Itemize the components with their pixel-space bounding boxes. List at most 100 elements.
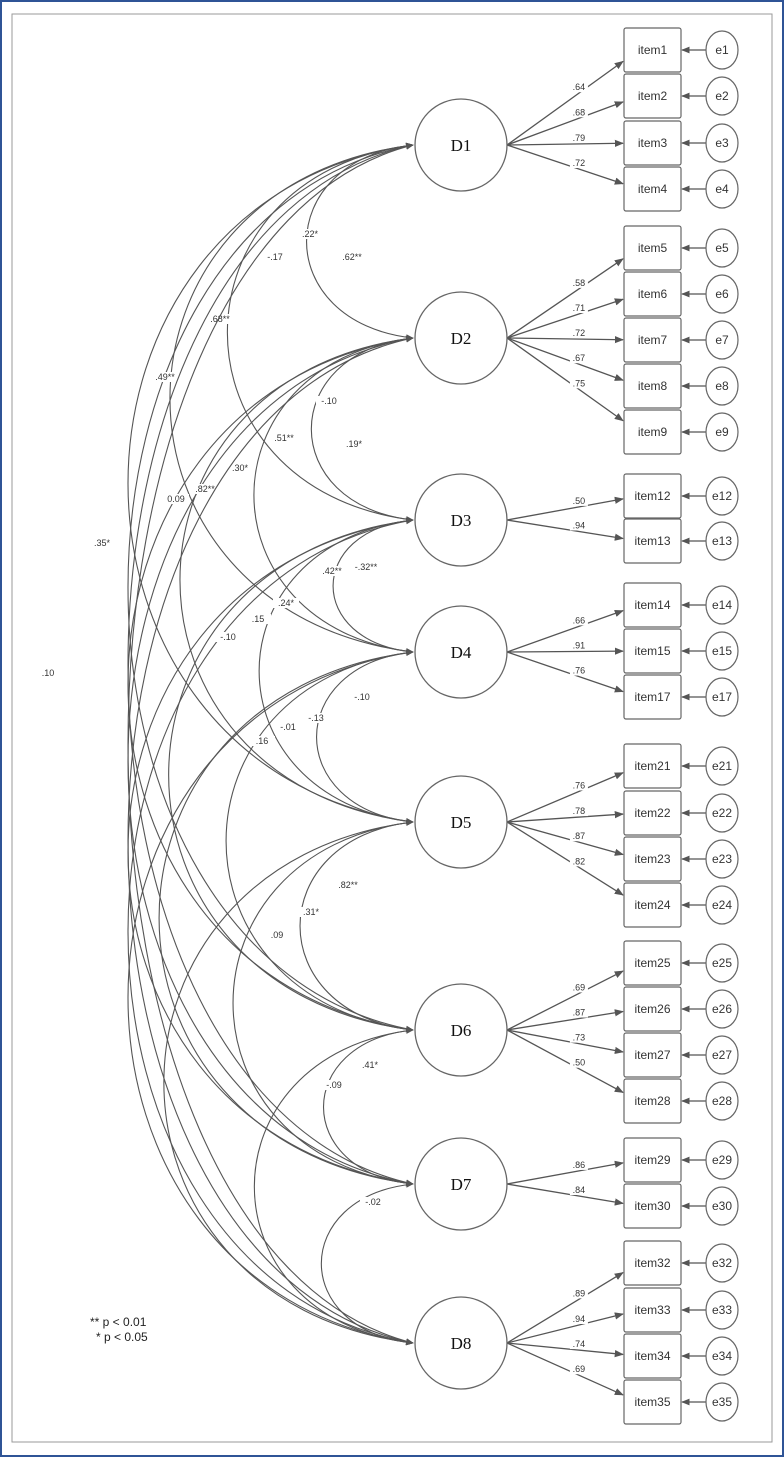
factor-label-D2: D2 [451,329,472,348]
correlation-label-D2-D6: .30* [232,463,249,473]
legend-line-1: ** p < 0.01 [90,1315,147,1329]
loading-label-item15: .91 [573,640,586,650]
error-ellipse-e26 [705,989,739,1029]
error-label-e17: e17 [712,690,732,704]
correlation-layer: .62**.22*-.17.68**.49**.35*.10.19*-.10.5… [35,142,414,1346]
loading-label-item29: .86 [573,1160,586,1170]
error-label-e14: e14 [712,598,732,612]
error-ellipse-e2 [705,76,739,116]
correlation-label-bg-D1-D5 [207,314,233,324]
loading-label-item33: .94 [573,1314,586,1324]
correlation-label-bg-D1-D4 [262,252,288,262]
error-ellipse-e27 [705,1035,739,1075]
item-label-item34: item34 [634,1349,670,1363]
correlation-label-bg-D2-D6 [227,463,253,473]
error-ellipse-e23 [705,839,739,879]
factor-circle-D6 [414,983,508,1077]
error-label-e2: e2 [715,89,729,103]
item-box-item1 [623,27,682,73]
loading-arrow-item8 [506,337,624,381]
loading-label-item35: .69 [573,1364,586,1374]
correlation-label-bg-D5-D8 [264,930,290,940]
factor-circle-D8 [414,1296,508,1390]
item-label-item6: item6 [638,287,668,301]
correlation-label-D1-D8: .10 [42,668,55,678]
item-box-item33 [623,1287,682,1333]
correlation-label-D4-D8: .16 [256,736,269,746]
correlation-label-D7-D8: -.02 [365,1197,381,1207]
error-ellipse-e32 [705,1243,739,1283]
correlation-arc-D5-D6 [299,819,414,1033]
correlation-label-bg-D1-D7 [89,538,115,548]
error-ellipse-e34 [705,1336,739,1376]
item-label-item12: item12 [634,489,670,503]
loading-arrow-item15 [506,647,624,655]
correlation-label-D1-D2: .62** [342,252,362,262]
error-ellipse-e7 [705,320,739,360]
loading-label-bg-item28 [569,1057,588,1068]
loading-label-item4: .72 [573,158,586,168]
error-label-e24: e24 [712,898,732,912]
loading-label-bg-item33 [569,1313,588,1324]
correlation-label-D2-D4: -.10 [321,396,337,406]
error-label-e9: e9 [715,425,729,439]
correlation-label-D3-D8: -.10 [220,632,236,642]
correlation-label-D1-D3: .22* [302,229,319,239]
error-ellipse-e24 [705,885,739,925]
error-ellipse-e28 [705,1081,739,1121]
correlation-arc-D6-D8 [254,1027,414,1346]
loading-arrow-item32 [506,1272,624,1344]
error-ellipse-e8 [705,366,739,406]
correlation-label-D2-D8: 0.09 [167,494,185,504]
loading-label-item3: .79 [573,133,586,143]
correlation-arc-D1-D3 [227,142,414,523]
correlation-label-bg-D1-D2 [339,252,365,262]
loading-label-bg-item17 [569,665,588,676]
item-label-item26: item26 [634,1002,670,1016]
factor-circle-D7 [414,1137,508,1231]
item-box-item35 [623,1379,682,1425]
factor-circle-D5 [414,775,508,869]
loading-label-bg-item23 [569,831,588,842]
loading-arrow-item1 [506,60,624,146]
item-box-item8 [623,363,682,409]
loading-label-item9: .75 [573,378,586,388]
error-ellipse-e5 [705,228,739,268]
correlation-arc-D1-D6 [127,143,414,1032]
item-box-item4 [623,166,682,212]
loading-label-bg-item22 [569,806,588,817]
loading-label-bg-item1 [569,82,588,93]
correlation-label-bg-D2-D4 [316,396,342,406]
correlation-arc-D2-D6 [127,335,414,1033]
correlation-arc-D4-D7 [158,649,414,1187]
correlation-label-D4-D7: -.01 [280,722,296,732]
correlation-label-D5-D7: .31* [303,907,320,917]
correlation-arc-D4-D6 [225,649,414,1033]
error-label-e30: e30 [712,1199,732,1213]
loading-arrow-item26 [506,1009,624,1031]
correlation-label-D3-D5: .42** [322,566,342,576]
factor-circle-D3 [414,473,508,567]
item-label-item9: item9 [638,425,668,439]
item-box-item14 [623,582,682,628]
loading-arrow-item9 [506,337,624,422]
correlation-label-D3-D4: -.32** [355,562,378,572]
item-label-item8: item8 [638,379,668,393]
error-label-e23: e23 [712,852,732,866]
loading-label-item26: .87 [573,1008,586,1018]
item-box-item28 [623,1078,682,1124]
item-box-item2 [623,73,682,119]
item-box-item21 [623,743,682,789]
error-ellipse-e21 [705,746,739,786]
correlation-label-bg-D3-D6 [273,598,299,608]
loading-label-bg-item25 [569,982,588,993]
item-box-item24 [623,882,682,928]
loading-arrow-item22 [506,811,624,823]
factor-label-D8: D8 [451,1334,472,1353]
loading-label-item13: .94 [573,520,586,530]
item-box-item15 [623,628,682,674]
item-box-item25 [623,940,682,986]
loading-label-item30: .84 [573,1185,586,1195]
